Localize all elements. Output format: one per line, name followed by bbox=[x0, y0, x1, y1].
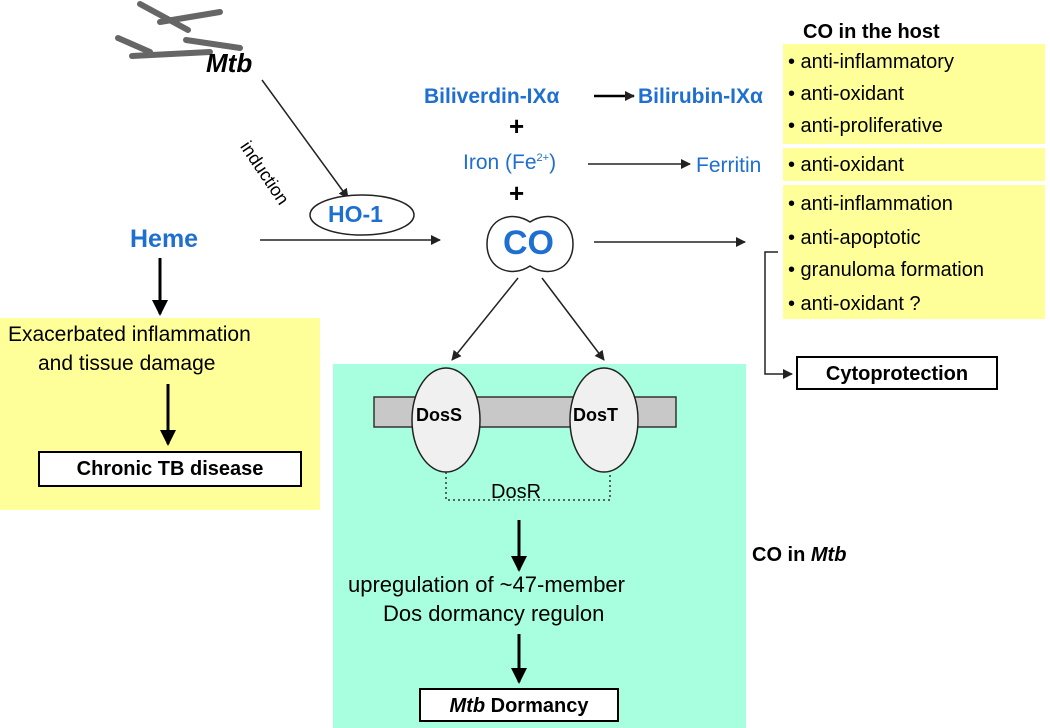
ho1-label: HO-1 bbox=[328, 201, 383, 227]
inflammation-line-1: Exacerbated inflammation bbox=[8, 323, 251, 346]
dost-sensor-shape bbox=[569, 367, 639, 473]
mtb-bacilli-icon bbox=[115, 1, 243, 59]
host-effect-item: • anti-inflammatory bbox=[788, 51, 954, 73]
co-in-mtb-prefix: CO in bbox=[752, 544, 811, 566]
induction-arrow bbox=[261, 79, 349, 199]
cytoprotection-bracket bbox=[764, 251, 793, 379]
co-to-dost-arrow bbox=[541, 277, 605, 361]
co-center-label: CO bbox=[503, 224, 554, 262]
inflammation-line-2: and tissue damage bbox=[38, 352, 216, 375]
co-in-mtb-label: CO in Mtb bbox=[752, 545, 846, 565]
host-effect-item: • anti-oxidant ? bbox=[788, 293, 921, 315]
host-title: CO in the host bbox=[803, 21, 940, 43]
co-molecule-shape bbox=[486, 215, 574, 273]
host-effects-panel-1 bbox=[783, 44, 1045, 144]
dosr-connector bbox=[445, 472, 611, 501]
host-effect-item: • anti-proliferative bbox=[788, 115, 943, 137]
host-effect-item: • anti-inflammation bbox=[788, 193, 953, 215]
co-to-doss-arrow bbox=[451, 277, 519, 361]
co-in-mtb-italic: Mtb bbox=[810, 544, 847, 566]
biliverdin-label: Biliverdin-IXα bbox=[424, 85, 560, 108]
plus-sign-1: + bbox=[509, 111, 525, 141]
iron-superscript: 2+ bbox=[536, 152, 550, 164]
chronic-tb-box: Chronic TB disease bbox=[38, 451, 302, 487]
regulon-line-2: Dos dormancy regulon bbox=[383, 601, 605, 626]
ho1-enzyme-shape bbox=[309, 194, 415, 236]
doss-label: DosS bbox=[416, 405, 463, 425]
bilirubin-label: Bilirubin-IXα bbox=[638, 85, 763, 108]
host-effect-item: • granuloma formation bbox=[788, 259, 984, 281]
host-effect-item: • anti-oxidant bbox=[788, 83, 904, 105]
dost-label: DosT bbox=[573, 405, 618, 425]
ferritin-label: Ferritin bbox=[696, 154, 762, 177]
dormancy-italic: Mtb bbox=[449, 695, 486, 717]
heme-label: Heme bbox=[130, 225, 199, 253]
iron-label: Iron (Fe2+) bbox=[463, 152, 556, 173]
regulon-line-1: upregulation of ~47-member bbox=[348, 572, 625, 597]
host-effects-panel-2 bbox=[783, 148, 1045, 181]
host-effect-item: • anti-apoptotic bbox=[788, 227, 921, 249]
dosr-label: DosR bbox=[491, 481, 542, 503]
cytoprotection-box: Cytoprotection bbox=[796, 356, 998, 390]
dormancy-rest: Dormancy bbox=[485, 695, 589, 717]
plus-sign-2: + bbox=[509, 178, 525, 208]
mtb-dormancy-box: Mtb Dormancy bbox=[419, 688, 619, 722]
host-effects-panel-3 bbox=[783, 185, 1045, 319]
host-effect-item: • anti-oxidant bbox=[788, 154, 904, 176]
mtb-label: Mtb bbox=[206, 48, 253, 78]
iron-close: ) bbox=[549, 151, 557, 174]
iron-text: Iron (Fe bbox=[463, 151, 537, 174]
